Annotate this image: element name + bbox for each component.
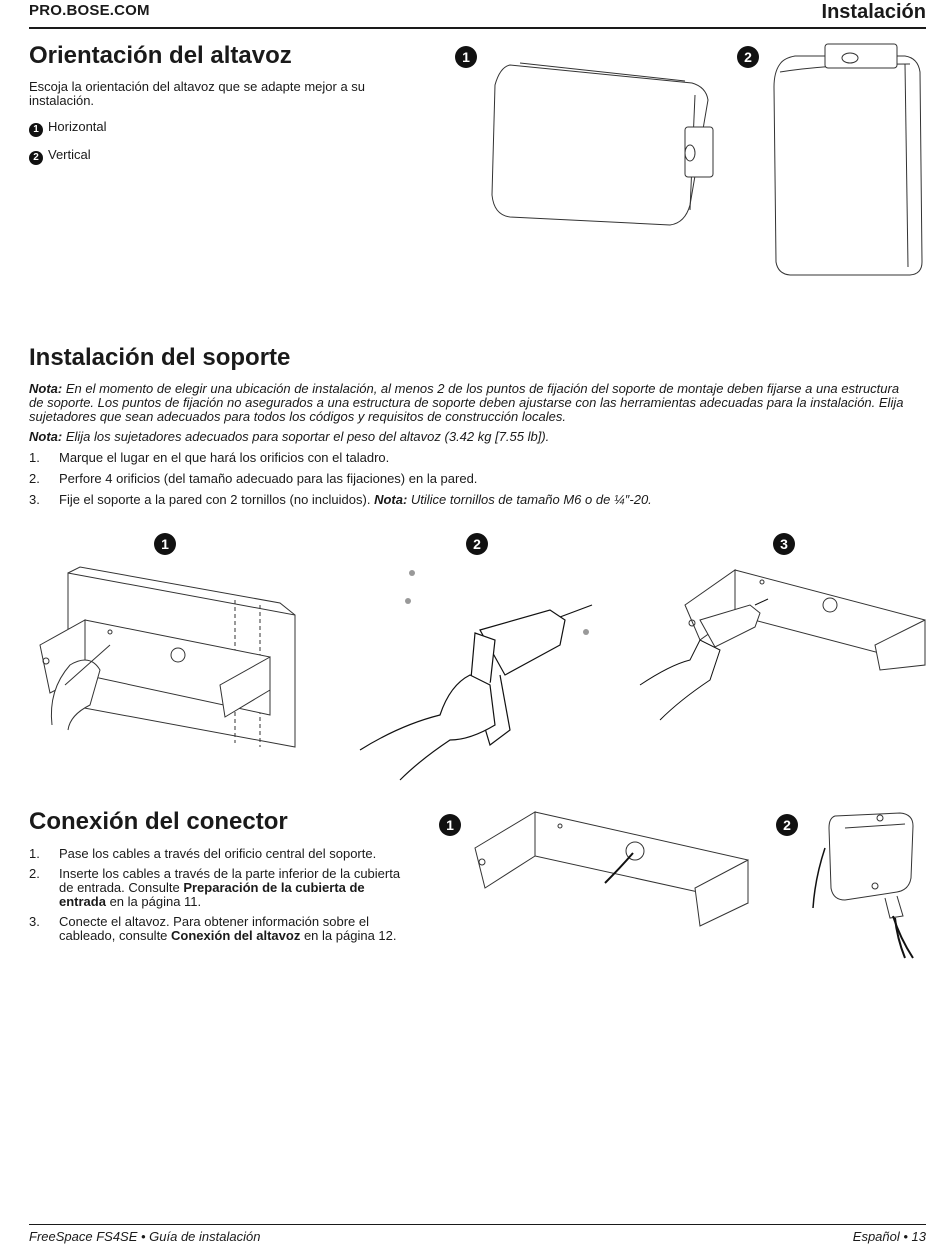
number-badge: 1: [29, 123, 43, 137]
list-item: 3.Conecte el altavoz. Para obtener infor…: [29, 914, 397, 943]
orientation-title: Orientación del altavoz: [29, 42, 292, 69]
footer-rule: [29, 1224, 926, 1225]
mark-holes-illustration: [30, 565, 300, 755]
footer-document-title: FreeSpace FS4SE • Guía de instalación: [29, 1229, 261, 1244]
figure-badge-step-3: 3: [773, 533, 795, 555]
figure-badge-connector-2: 2: [776, 814, 798, 836]
list-item: 2.Inserte los cables a través de la part…: [29, 866, 401, 909]
figure-badge-vertical: 2: [737, 46, 759, 68]
figure-badge-connector-1: 1: [439, 814, 461, 836]
note-label: Nota:: [29, 381, 63, 396]
list-item: 2.Perfore 4 orificios (del tamaño adecua…: [29, 471, 478, 486]
speaker-horizontal-illustration: [480, 55, 725, 230]
header-rule: [29, 27, 926, 29]
bracket-title: Instalación del soporte: [29, 344, 291, 371]
option-vertical: 2 Vertical: [29, 147, 91, 165]
header-section-title: Instalación: [821, 1, 926, 23]
entry-cover-illustration: [805, 808, 925, 958]
orientation-intro: Escoja la orientación del altavoz que se…: [29, 79, 366, 108]
list-item: 3.Fije el soporte a la pared con 2 torni…: [29, 492, 652, 507]
footer-page-number: Español • 13: [852, 1229, 926, 1244]
connector-steps: 1.Pase los cables a través del orificio …: [29, 847, 414, 943]
note-label: Nota:: [29, 429, 63, 444]
option-label: Vertical: [48, 147, 91, 162]
fasten-bracket-illustration: [640, 565, 930, 725]
figure-badge-step-2: 2: [466, 533, 488, 555]
option-label: Horizontal: [48, 119, 107, 134]
note-text: En el momento de elegir una ubicación de…: [29, 381, 904, 424]
number-badge: 2: [29, 151, 43, 165]
option-horizontal: 1 Horizontal: [29, 119, 107, 137]
connector-title: Conexión del conector: [29, 808, 288, 835]
bracket-steps: 1.Marque el lugar en el que hará los ori…: [29, 451, 909, 507]
cable-through-bracket-illustration: [470, 808, 755, 933]
note-text: Elija los sujetadores adecuados para sop…: [62, 429, 550, 444]
figure-badge-step-1: 1: [154, 533, 176, 555]
figure-badge-horizontal: 1: [455, 46, 477, 68]
bracket-note-1: Nota: En el momento de elegir una ubicac…: [29, 382, 909, 424]
list-item: 1.Marque el lugar en el que hará los ori…: [29, 450, 390, 465]
bracket-note-2: Nota: Elija los sujetadores adecuados pa…: [29, 430, 909, 444]
drill-illustration: [360, 570, 600, 780]
header-brand: PRO.BOSE.COM: [29, 2, 150, 19]
speaker-vertical-illustration: [770, 42, 930, 282]
list-item: 1.Pase los cables a través del orificio …: [29, 846, 377, 861]
